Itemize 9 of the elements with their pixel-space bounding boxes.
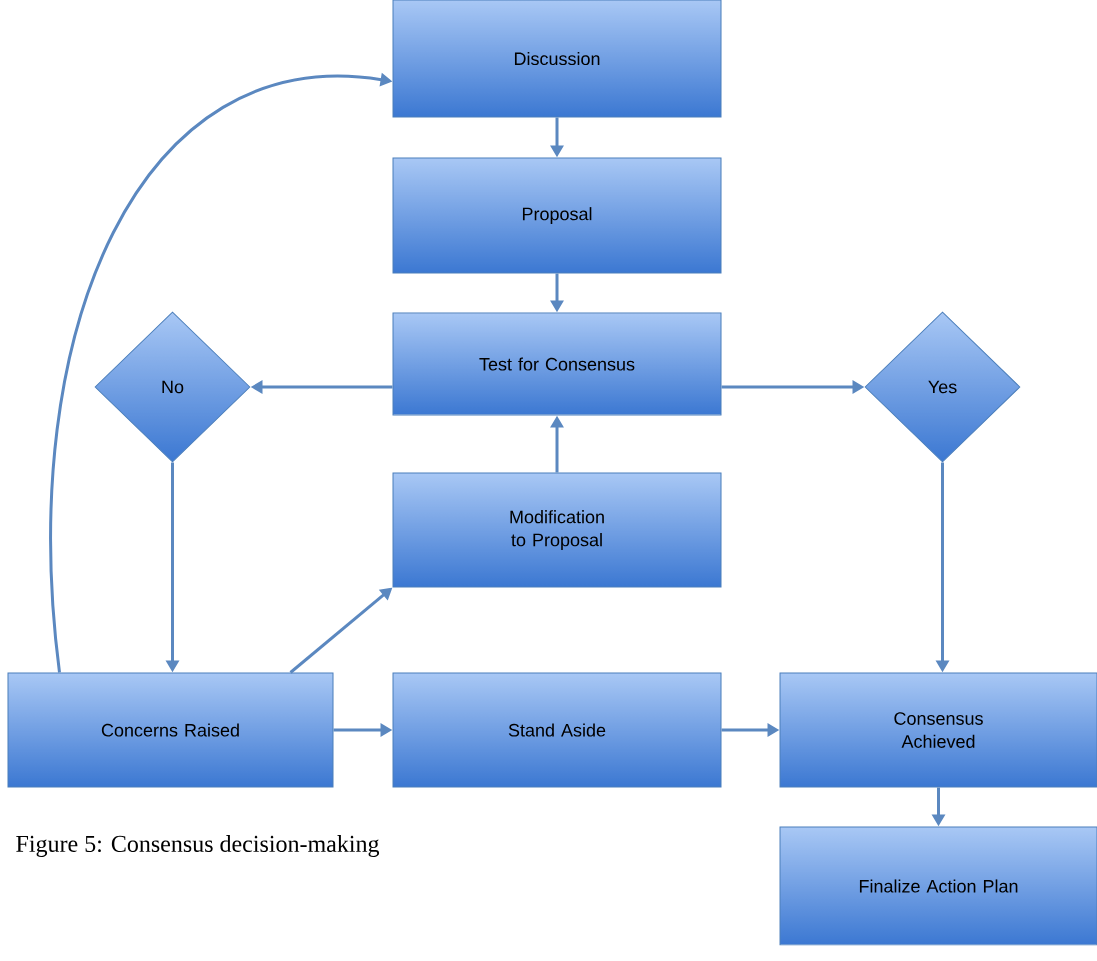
process-box: Proposal bbox=[392, 157, 722, 274]
process-box: Test for Consensus bbox=[392, 312, 722, 416]
process-box: Stand Aside bbox=[392, 672, 722, 788]
process-box: Finalize Action Plan bbox=[779, 826, 1097, 946]
process-box: Discussion bbox=[392, 0, 722, 118]
process-box: Modification to Proposal bbox=[392, 472, 722, 588]
process-box: Consensus Achieved bbox=[779, 672, 1097, 788]
process-box: Concerns Raised bbox=[7, 672, 334, 788]
caption: Figure 5: Consensus decision-making bbox=[16, 835, 380, 857]
